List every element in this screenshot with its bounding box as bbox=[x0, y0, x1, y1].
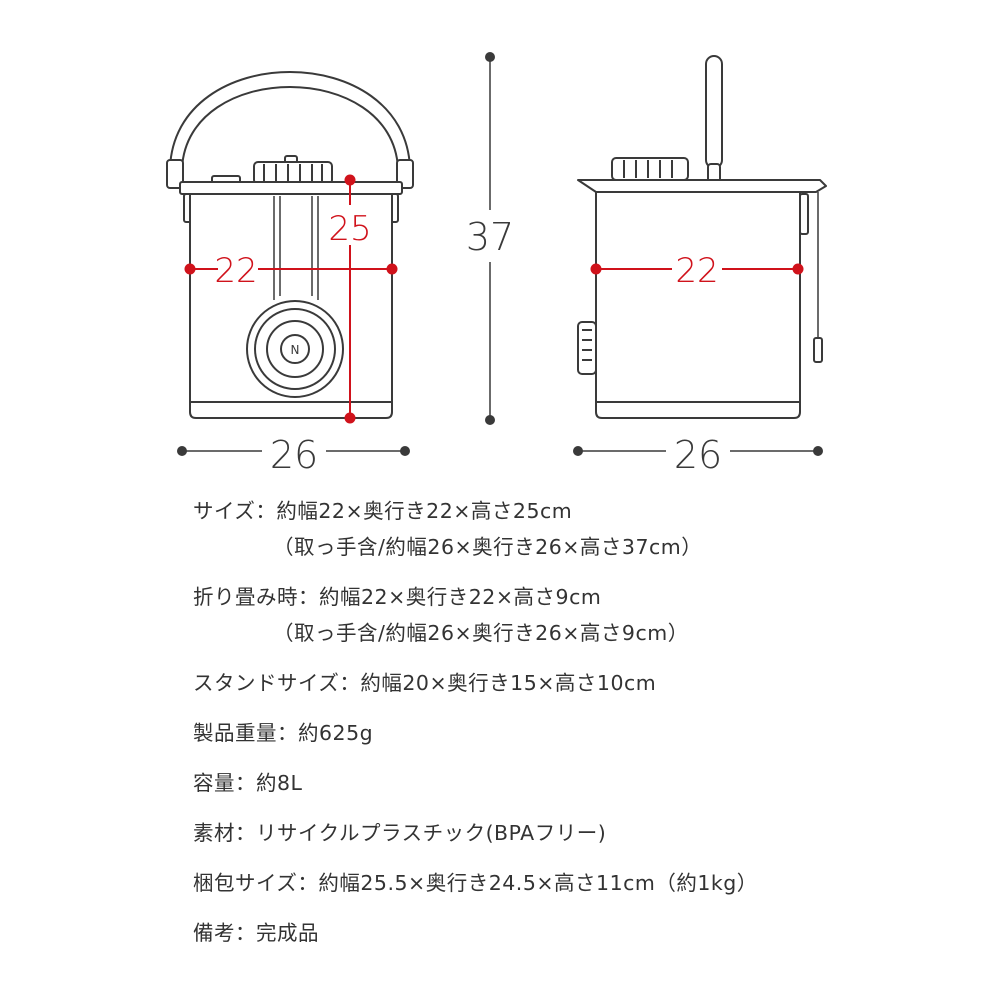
spec-folded-size-note: （取っ手含/約幅26×奥行き26×高さ9cm） bbox=[273, 621, 689, 645]
spec-weight: 製品重量：約625g bbox=[193, 715, 973, 751]
side-depth-26-label: 26 bbox=[674, 433, 722, 477]
side-depth-22-dim bbox=[590, 263, 804, 275]
spec-size: サイズ：約幅22×奥行き22×高さ25cm bbox=[193, 493, 973, 529]
spec-size-note: （取っ手含/約幅26×奥行き26×高さ37cm） bbox=[273, 535, 703, 559]
overall-height-37-dim bbox=[485, 52, 495, 425]
spec-value: 約幅22×奥行き22×高さ25cm bbox=[276, 499, 573, 523]
side-view: Z bbox=[577, 55, 827, 419]
spec-label: 製品重量： bbox=[193, 721, 298, 745]
overall-height-37-label: 37 bbox=[466, 215, 514, 259]
side-depth-22-label: 22 bbox=[675, 251, 718, 291]
spec-value: 約8L bbox=[256, 771, 303, 795]
front-width-26-dim bbox=[177, 446, 410, 456]
spec-label: 素材： bbox=[193, 821, 256, 845]
spec-material: 素材：リサイクルプラスチック(BPAフリー) bbox=[193, 815, 973, 851]
dimension-diagram: N 22 25 26 37 Z bbox=[166, 52, 827, 477]
front-tap-outer bbox=[246, 300, 344, 398]
svg-text:N: N bbox=[291, 343, 300, 357]
side-handle bbox=[705, 55, 723, 169]
spec-label: サイズ： bbox=[193, 499, 277, 523]
spec-folded-size: 折り畳み時：約幅22×奥行き22×高さ9cm bbox=[193, 579, 973, 615]
front-height-25-label: 25 bbox=[328, 209, 371, 249]
spec-value: 約幅22×奥行き22×高さ9cm bbox=[319, 585, 602, 609]
spec-capacity: 容量：約8L bbox=[193, 765, 973, 801]
spec-label: 容量： bbox=[193, 771, 256, 795]
side-rim bbox=[577, 179, 827, 193]
side-body bbox=[595, 191, 801, 419]
spec-value: 約625g bbox=[298, 721, 374, 745]
spec-list: サイズ：約幅22×奥行き22×高さ25cm （取っ手含/約幅26×奥行き26×高… bbox=[193, 493, 973, 951]
spec-package-size: 梱包サイズ：約幅25.5×奥行き24.5×高さ11cm（約1kg） bbox=[193, 865, 973, 901]
spec-label: スタンドサイズ： bbox=[193, 671, 361, 695]
spec-label: 備考： bbox=[193, 921, 256, 945]
side-depth-26-dim bbox=[573, 446, 823, 456]
front-rim bbox=[179, 181, 403, 195]
front-handle-tab-left bbox=[166, 159, 184, 189]
spec-label: 梱包サイズ： bbox=[193, 871, 319, 895]
front-handle-tab-right bbox=[396, 159, 414, 189]
spec-value: 完成品 bbox=[256, 921, 319, 945]
front-height-25-dim bbox=[344, 174, 356, 424]
spec-value: 約幅25.5×奥行き24.5×高さ11cm（約1kg） bbox=[318, 871, 758, 895]
front-width-22-dim bbox=[184, 263, 398, 275]
front-cap bbox=[253, 161, 333, 185]
front-view: N bbox=[166, 71, 414, 419]
front-width-22-label: 22 bbox=[214, 251, 257, 291]
spec-value: リサイクルプラスチック(BPAフリー) bbox=[256, 821, 607, 845]
front-handle bbox=[169, 71, 411, 169]
spec-value: 約幅20×奥行き15×高さ10cm bbox=[360, 671, 657, 695]
spec-remarks: 備考：完成品 bbox=[193, 915, 973, 951]
spec-label: 折り畳み時： bbox=[193, 585, 319, 609]
front-width-26-label: 26 bbox=[270, 433, 318, 477]
spec-stand-size: スタンドサイズ：約幅20×奥行き15×高さ10cm bbox=[193, 665, 973, 701]
